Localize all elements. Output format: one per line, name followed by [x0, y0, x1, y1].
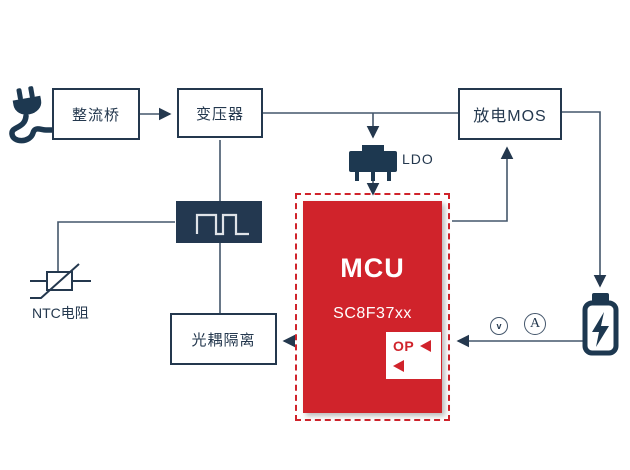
op-amp-block: OP: [386, 332, 441, 379]
regulator-package-icon: [349, 145, 397, 181]
op-label: OP: [393, 338, 415, 354]
thermistor-symbol-icon: [30, 263, 91, 299]
wire-mcu-to-mos: [452, 146, 514, 222]
ldo-label: LDO: [402, 151, 434, 167]
block-transformer: 变压器: [177, 88, 263, 138]
square-wave-icon: [176, 201, 262, 243]
rectifier-label: 整流桥: [71, 106, 120, 124]
discharge-mos-label: 放电MOS: [473, 108, 547, 125]
battery-charging-icon: [582, 293, 619, 356]
left-triangle-icon: [420, 340, 432, 352]
voltmeter-icon: v: [490, 317, 508, 335]
mcu-title: MCU: [340, 253, 405, 283]
power-plug-icon: [9, 86, 55, 144]
mcu-part-number: SC8F37xx: [333, 305, 412, 322]
left-triangle-icon: [393, 360, 404, 372]
transformer-label: 变压器: [195, 105, 244, 123]
block-rectifier: 整流桥: [52, 88, 140, 140]
ammeter-icon: A: [524, 313, 546, 335]
block-discharge-mos: 放电MOS: [458, 88, 562, 140]
mcu-block: MCU SC8F37xx OP: [303, 201, 442, 413]
wire-mos-to-battery: [562, 111, 607, 288]
optocoupler-label: 光耦隔离: [191, 331, 256, 349]
block-optocoupler: 光耦隔离: [170, 313, 277, 365]
ammeter-letter: A: [529, 316, 541, 331]
connector-lines: [57, 107, 607, 348]
ntc-label: NTC电阻: [32, 305, 89, 321]
voltmeter-letter: v: [496, 321, 502, 331]
mcu-module-boundary: MCU SC8F37xx OP: [295, 193, 450, 421]
wire-pwm-to-ntc: [57, 221, 175, 272]
